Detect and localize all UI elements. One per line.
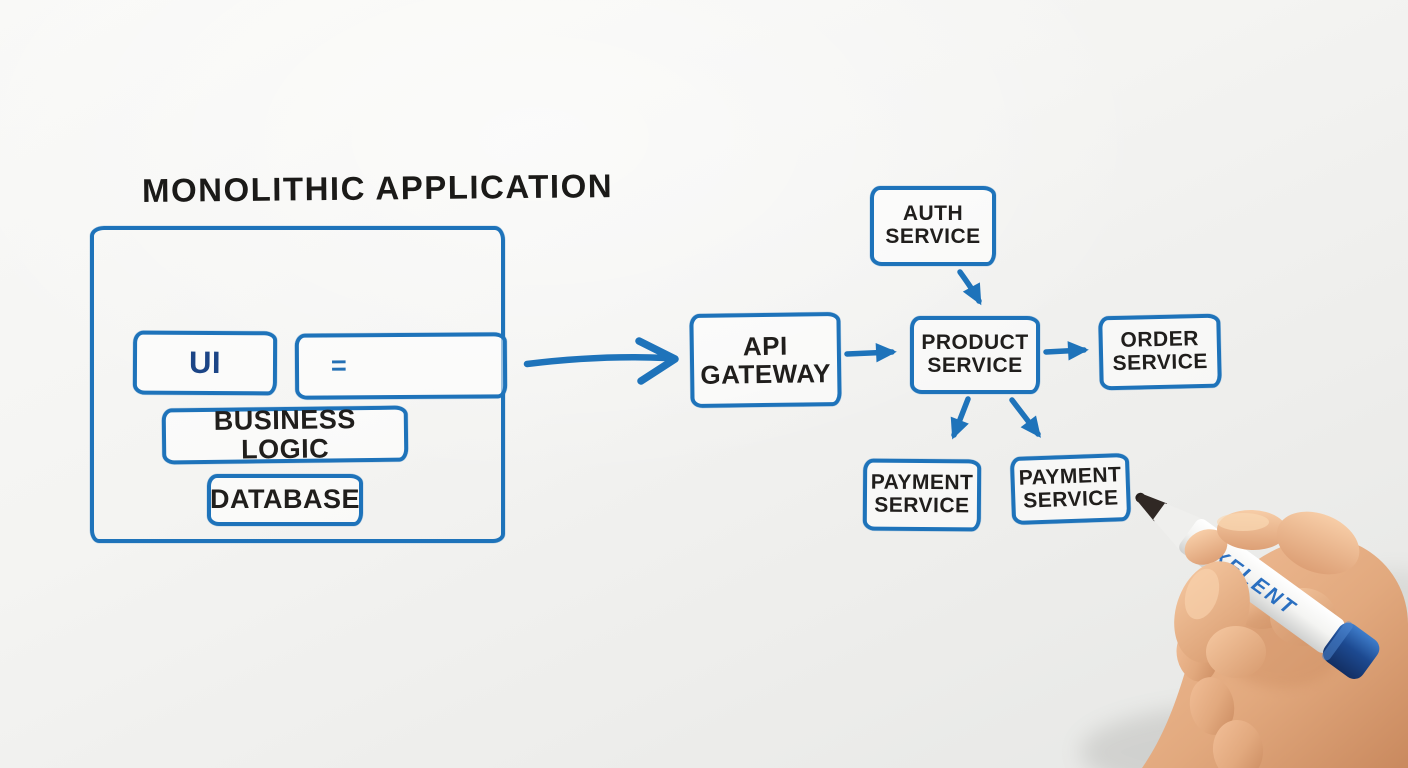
product-service-node: PRODUCT SERVICE bbox=[910, 316, 1040, 394]
database-box: DATABASE bbox=[207, 474, 363, 526]
auth-service-node: AUTH SERVICE bbox=[870, 186, 996, 266]
index-finger-base bbox=[1276, 511, 1360, 575]
marker-tip-icon bbox=[1136, 493, 1168, 522]
arrow-gateway-to-product bbox=[844, 343, 897, 363]
arrow-auth-to-product bbox=[957, 269, 982, 306]
database-label: DATABASE bbox=[210, 484, 360, 515]
thumb-highlight bbox=[1184, 568, 1220, 620]
index-finger-highlight bbox=[1217, 513, 1269, 531]
thumb-base bbox=[1206, 626, 1266, 678]
knuckle-2 bbox=[1189, 677, 1235, 735]
arrow-monolith-to-gateway bbox=[523, 354, 670, 368]
arrow-product-to-order bbox=[1043, 341, 1089, 361]
arrow-monolith-to-gateway-head bbox=[635, 337, 679, 385]
knuckle-3 bbox=[1212, 720, 1264, 768]
auth-service-label: AUTH SERVICE bbox=[885, 202, 981, 248]
index-fingertip bbox=[1184, 529, 1228, 565]
product-service-label: PRODUCT SERVICE bbox=[921, 331, 1029, 377]
marker-nose-taper bbox=[1153, 503, 1201, 549]
arrow-product-to-payment-left bbox=[950, 396, 971, 440]
marker-cap-ridge bbox=[1322, 621, 1353, 661]
arrow-product-to-payment-right bbox=[1009, 397, 1041, 438]
